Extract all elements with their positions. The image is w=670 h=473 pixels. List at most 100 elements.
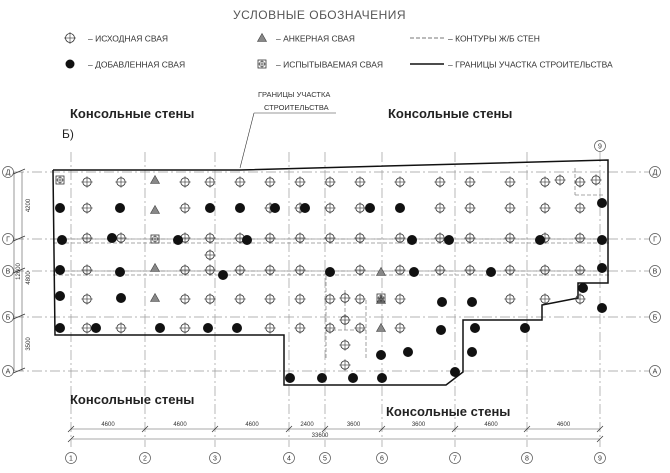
- dim-tick-h-7: [523, 425, 531, 433]
- legend-label-3: – ДОБАВЛЕННАЯ СВАЯ: [88, 60, 185, 70]
- original-pile-icon: [294, 264, 306, 276]
- added-pile-icon: [317, 373, 327, 383]
- original-pile-icon: [394, 322, 406, 334]
- original-pile-icon: [590, 174, 602, 186]
- added-pile-icon: [325, 267, 335, 277]
- axis-label-col-2: 2: [143, 456, 147, 463]
- cantilever-walls-label-top-left: Консольные стены: [70, 106, 194, 121]
- dim-vertical-1: 4800: [26, 271, 32, 285]
- added-pile-icon: [55, 323, 65, 333]
- dim-tick-h-3: [285, 425, 293, 433]
- axis-bubble-col-top-9: [594, 140, 606, 152]
- legend-title: УСЛОВНЫЕ ОБОЗНАЧЕНИЯ: [233, 8, 406, 22]
- axis-label-row-Г-left: Г: [6, 237, 10, 244]
- original-pile-icon: [64, 32, 76, 44]
- original-pile-icon: [504, 202, 516, 214]
- original-pile-icon: [204, 232, 216, 244]
- added-pile-icon: [203, 323, 213, 333]
- original-pile-icon: [264, 264, 276, 276]
- piles: [55, 174, 607, 383]
- added-pile-icon: [520, 323, 530, 333]
- callout-leader: [239, 112, 255, 169]
- added-pile-icon: [270, 203, 280, 213]
- original-pile-icon: [339, 314, 351, 326]
- cantilever-walls-label-bottom-left: Консольные стены: [70, 392, 194, 407]
- original-pile-icon: [234, 293, 246, 305]
- original-pile-icon: [81, 176, 93, 188]
- original-pile-icon: [234, 264, 246, 276]
- original-pile-icon: [574, 176, 586, 188]
- added-pile-icon: [597, 235, 607, 245]
- axis-bubble-col-3: [209, 452, 221, 464]
- original-pile-icon: [179, 176, 191, 188]
- anchor-pile-icon: [375, 266, 387, 276]
- dim-horizontal-5: 3600: [412, 422, 426, 428]
- original-pile-icon: [464, 232, 476, 244]
- original-pile-icon: [504, 176, 516, 188]
- added-pile-icon: [115, 203, 125, 213]
- legend: УСЛОВНЫЕ ОБОЗНАЧЕНИЯ– ИСХОДНАЯ СВАЯ– АНК…: [64, 8, 613, 70]
- added-pile-icon: [403, 347, 413, 357]
- legend-label-0: – ИСХОДНАЯ СВАЯ: [88, 34, 168, 44]
- original-pile-icon: [324, 322, 336, 334]
- original-pile-icon: [294, 232, 306, 244]
- site-boundary-line: [52, 159, 609, 386]
- axis-bubble-col-1: [65, 452, 77, 464]
- cantilever-walls-label-top-right: Консольные стены: [388, 106, 512, 121]
- anchor-pile-icon: [375, 322, 387, 332]
- added-pile-icon: [450, 367, 460, 377]
- original-pile-icon: [179, 293, 191, 305]
- axis-label-col-6: 6: [380, 456, 384, 463]
- original-pile-icon: [339, 339, 351, 351]
- anchor-pile-icon: [149, 262, 161, 272]
- added-pile-icon: [57, 235, 67, 245]
- axis-bubble-col-2: [139, 452, 151, 464]
- original-pile-icon: [394, 176, 406, 188]
- original-pile-icon: [574, 264, 586, 276]
- axis-label-row-Б-right: Б: [653, 315, 658, 322]
- added-pile-icon: [155, 323, 165, 333]
- axis-label-row-Д-right: Д: [653, 170, 658, 177]
- test-pile-icon: [376, 293, 386, 303]
- original-pile-icon: [339, 292, 351, 304]
- original-pile-icon: [434, 264, 446, 276]
- original-pile-icon: [354, 322, 366, 334]
- anchor-pile-icon: [256, 32, 268, 42]
- axis-label-col-5: 5: [323, 456, 327, 463]
- axis-label-row-Б-left: Б: [6, 315, 11, 322]
- axis-bubble-row-В-left: [2, 265, 14, 277]
- axis-bubble-row-А-left: [2, 365, 14, 377]
- original-pile-icon: [81, 232, 93, 244]
- axis-label-col-9: 9: [598, 456, 602, 463]
- dim-horizontal-4: 3600: [347, 422, 361, 428]
- axis-label-row-В-left: В: [6, 269, 11, 276]
- axis-bubble-row-А-right: [649, 365, 661, 377]
- original-pile-icon: [115, 176, 127, 188]
- added-pile-icon: [597, 263, 607, 273]
- original-pile-icon: [339, 359, 351, 371]
- original-pile-icon: [394, 232, 406, 244]
- anchor-pile-icon: [149, 292, 161, 302]
- axis-bubble-row-Б-left: [2, 311, 14, 323]
- original-pile-icon: [504, 232, 516, 244]
- legend-label-2: – КОНТУРЫ Ж/Б СТЕН: [448, 34, 540, 44]
- dim-tick-h-2: [211, 425, 219, 433]
- original-pile-icon: [294, 176, 306, 188]
- added-pile-icon: [467, 347, 477, 357]
- original-pile-icon: [574, 202, 586, 214]
- original-pile-icon: [539, 264, 551, 276]
- anchor-pile-icon: [149, 204, 161, 214]
- dim-tick-h-1: [141, 425, 149, 433]
- original-pile-icon: [234, 176, 246, 188]
- added-pile-icon: [55, 265, 65, 275]
- axis-bubble-row-Б-right: [649, 311, 661, 323]
- original-pile-icon: [264, 293, 276, 305]
- added-pile-icon: [285, 373, 295, 383]
- original-pile-icon: [81, 322, 93, 334]
- original-pile-icon: [294, 293, 306, 305]
- dim-horizontal-2: 4600: [245, 422, 259, 428]
- dim-horizontal-total: 33600: [312, 433, 329, 439]
- original-pile-icon: [179, 322, 191, 334]
